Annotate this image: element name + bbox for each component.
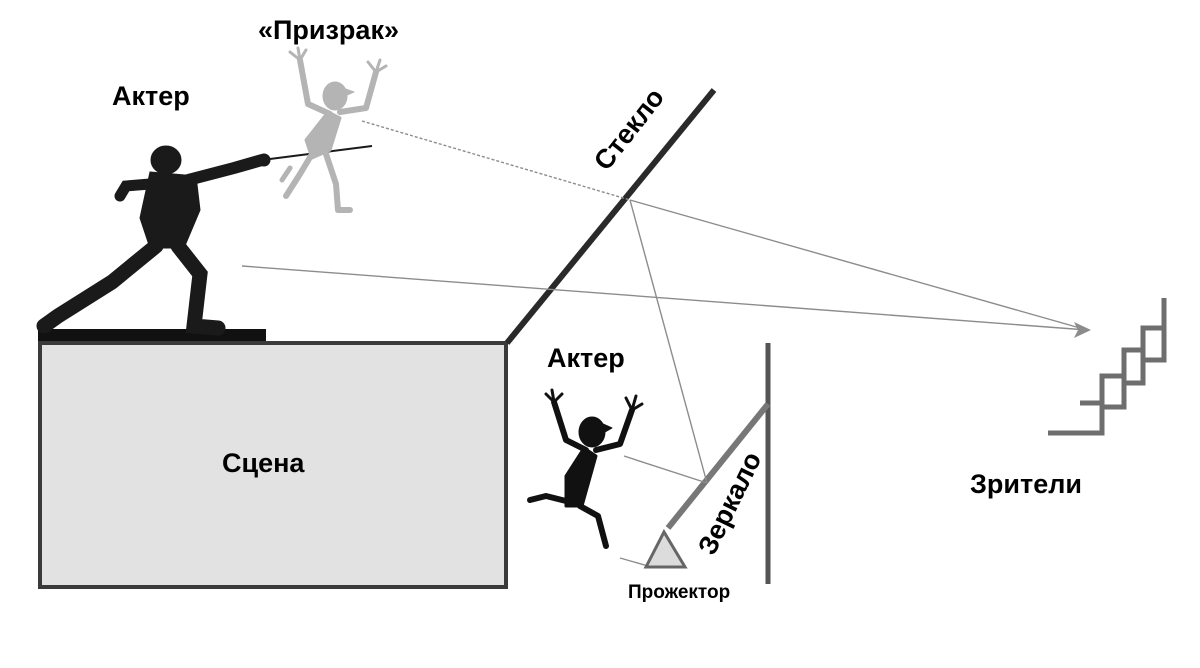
arrowhead [1074,322,1091,338]
glass-to-mirror-ray [629,199,708,484]
actor-to-mirror-ray [623,455,708,484]
label-ghost: «Призрак» [258,15,399,45]
stage-view-ray [241,265,1088,331]
fencer-figure [36,145,373,336]
stage-box [38,341,508,589]
label-audience: Зрители [970,469,1082,499]
label-stage: Сцена [222,448,305,478]
audience-stairs [1048,298,1167,436]
actor-figure [527,388,644,549]
ghost-figure [279,46,388,213]
label-actor-bottom: Актер [547,343,625,373]
label-actor-top: Актер [112,81,190,111]
light-rays [241,120,1088,567]
glass-line [504,88,717,345]
reflected-ray [629,199,1088,331]
projector-ray [619,557,649,567]
platform [38,329,266,341]
ghost-ray [361,120,631,201]
label-projector: Прожектор [628,582,731,603]
projector-triangle [643,528,688,569]
mirror-line [665,402,771,530]
